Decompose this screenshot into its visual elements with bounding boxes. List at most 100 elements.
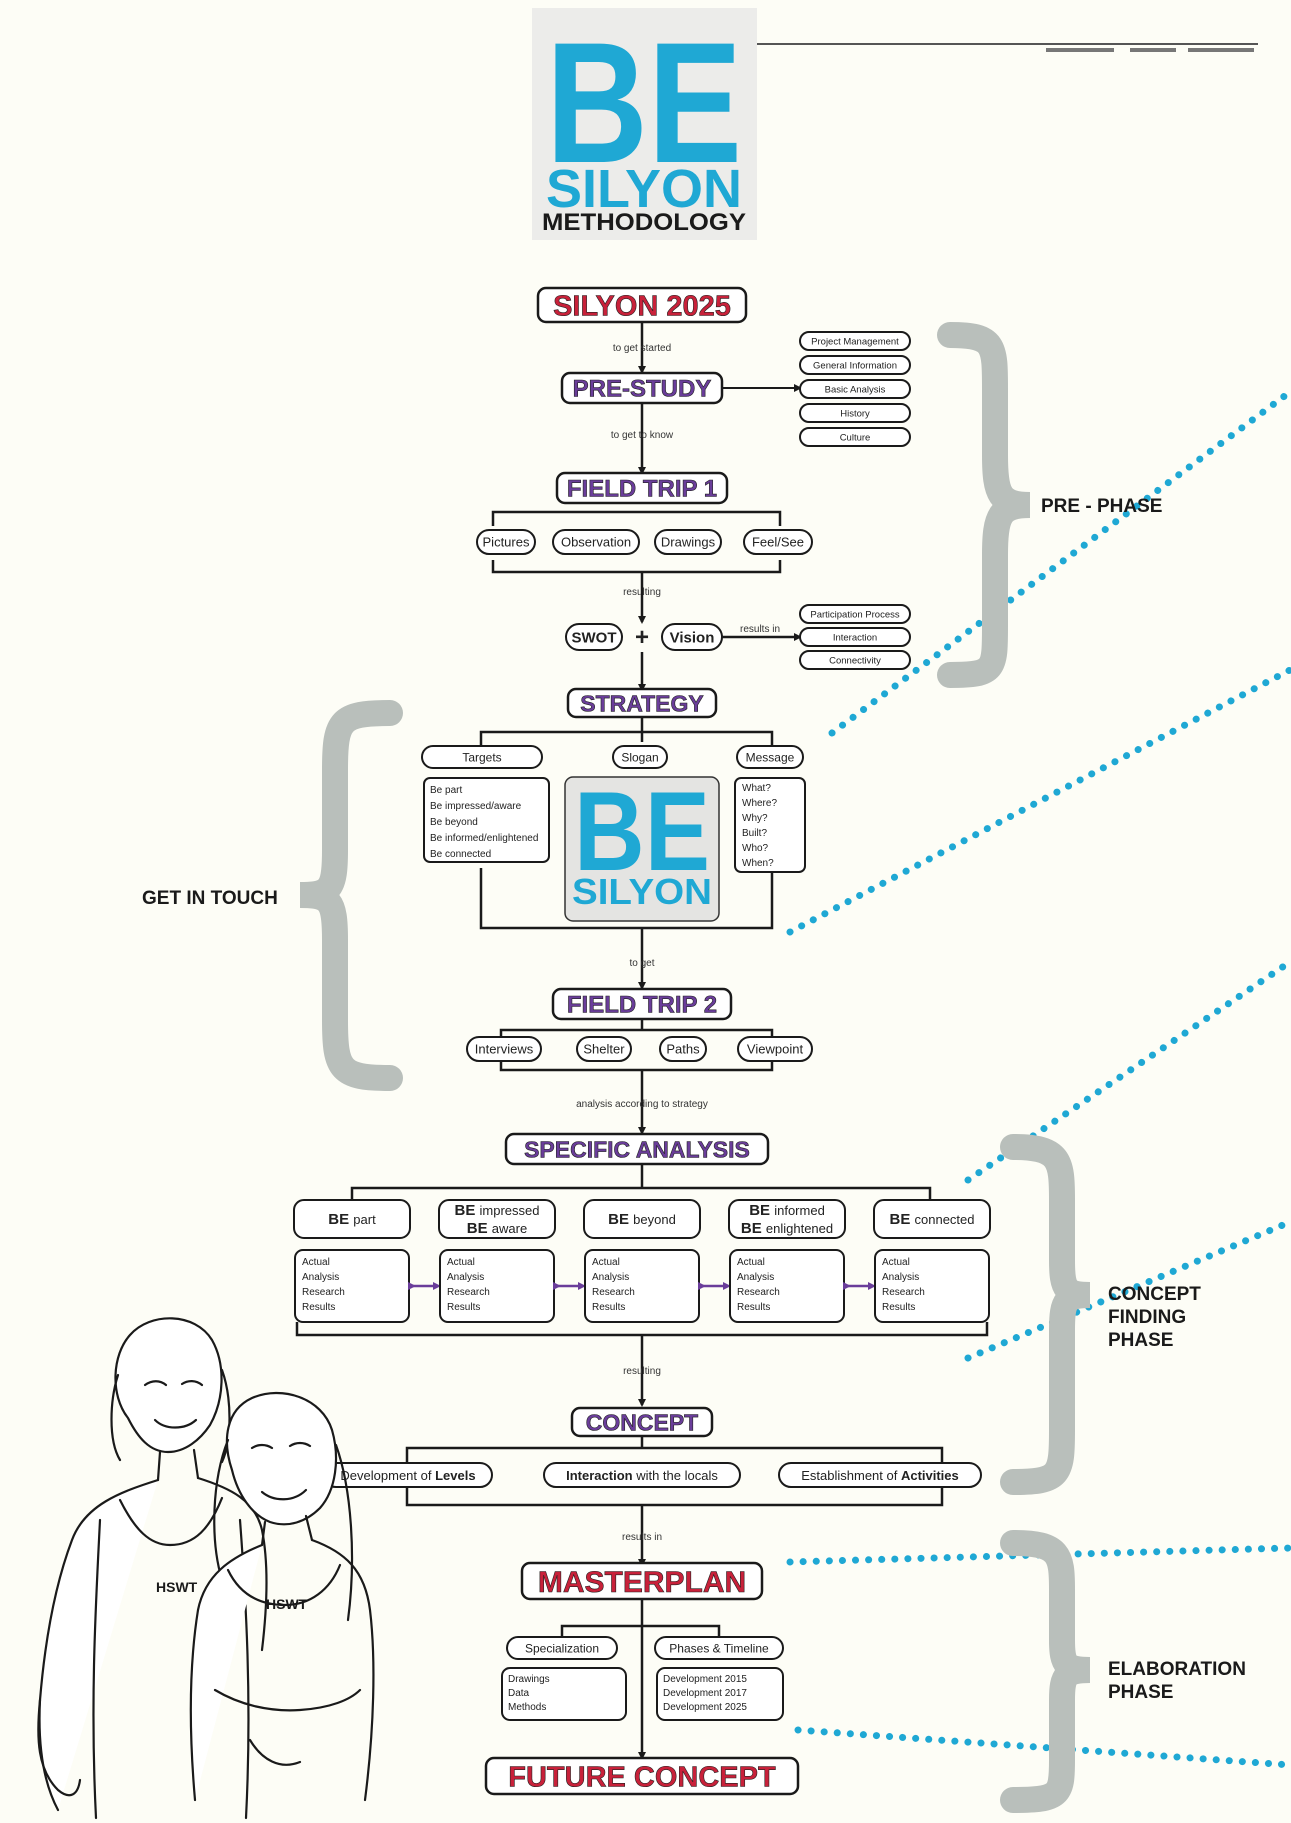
message-item: Where? [742,798,777,809]
swot-list: Participation ProcessInteractionConnecti… [799,604,911,670]
fieldtrip2-item-shape [659,1036,707,1062]
concept-finding-label-2: FINDING [1108,1307,1186,1328]
fieldtrip2-item-shape [576,1036,632,1062]
strategy-bracket-bottom [479,868,774,930]
concept-finding-label-1: CONCEPT [1108,1284,1201,1305]
logo: BE SILYON METHODOLOGY [532,7,757,240]
fieldtrip2-item-label: Shelter [583,1042,625,1057]
shirt-label-right: HSWT [266,1596,308,1612]
analysis-detail-box [874,1249,990,1323]
node-vision-label: Vision [670,629,715,646]
analysis-detail-item: Results [592,1302,625,1313]
analysis-header-label: BE connected [889,1211,974,1228]
elaboration-label-1: ELABORATION [1108,1659,1246,1680]
shirt-labels: HSWT HSWT [156,1579,308,1612]
fieldtrip1-frame [491,510,782,598]
node-strategy: STRATEGY [566,687,718,719]
node-future-concept-label: FUTURE CONCEPT [508,1761,776,1793]
analysis-detail-item: Results [447,1302,480,1313]
targets-item: Be part [430,785,462,796]
dotted-line [786,666,1291,936]
fieldtrip1-item-shape [552,529,640,555]
fieldtrip2-item-label: Interviews [475,1042,534,1057]
elaboration-label-2: PHASE [1108,1682,1173,1703]
fieldtrip1-bracket-top [491,510,782,526]
dotted-lines [786,388,1291,1769]
analysis-detail-item: Research [302,1287,345,1298]
prestudy-item-label: History [840,408,870,419]
message-box: What?Where?Why?Built?Who?When? [734,777,806,873]
analysis-detail-item: Actual [447,1257,475,1268]
analysis-word: enlightened [766,1221,833,1236]
concept-item-bold: Activities [901,1468,959,1483]
analysis-detail-item: Analysis [302,1272,339,1283]
node-specific-analysis: SPECIFIC ANALYSIS [504,1132,770,1166]
message-item: What? [742,783,771,794]
concept-item-label: Development of Levels [340,1468,475,1483]
strategy-header: Message [736,745,804,769]
pre-phase-brace [937,322,1031,688]
prestudy-item-label: Culture [840,432,871,443]
strategy-frame [479,716,774,930]
prestudy-item: General Information [799,355,911,375]
targets-item: Be informed/enlightened [430,833,538,844]
concept-item-label: Establishment of Activities [801,1468,959,1483]
slogan-be: BE [574,769,710,894]
strategy-header-label: Slogan [621,750,658,764]
strategy-header-shape [736,745,804,769]
person-left [37,1317,268,1820]
get-in-touch-label: GET IN TOUCH [142,888,278,909]
masterplan-header: Specialization [506,1636,618,1660]
analysis-detail-item: Results [302,1302,335,1313]
fieldtrip1-item: Feel/See [743,529,813,555]
node-specific-analysis-label: SPECIFIC ANALYSIS [524,1136,750,1162]
logo-background [532,8,757,240]
top-rule-mark [1046,48,1114,52]
node-field-trip-1-frame [555,471,729,505]
targets-item: Be beyond [430,817,478,828]
message-list: What?Where?Why?Built?Who?When? [742,783,777,869]
top-rule-mark [1130,48,1176,52]
specialization-item: Drawings [508,1674,550,1685]
logo-methodology: METHODOLOGY [542,209,746,236]
analysis-header-label: BE part [328,1211,376,1228]
analysis-header-label-2: BE aware [467,1220,527,1237]
fieldtrip2-item: Paths [659,1036,707,1062]
node-field-trip-2-label: FIELD TRIP 2 [567,992,717,1019]
fieldtrip2-item-shape [737,1036,813,1062]
analysis-detail-item: Research [447,1287,490,1298]
message-list-box [734,777,806,873]
swot-item: Connectivity [799,650,911,670]
connector-caption: results in [740,624,780,635]
prestudy-item-label: Basic Analysis [825,384,886,395]
prestudy-item-label: Project Management [811,336,899,347]
concept-item: Development of Levels [323,1462,493,1488]
analysis-detail-item: Actual [737,1257,765,1268]
masterplan-header-shape [506,1636,618,1660]
node-swot: SWOT [565,623,623,651]
fieldtrip2-item: Interviews [466,1036,542,1062]
concept-item-bold: Interaction [566,1468,633,1483]
prestudy-item-shape [799,355,911,375]
concept-item-bold: Levels [435,1468,475,1483]
shirt-label-left: HSWT [156,1579,198,1595]
node-vision: Vision [661,623,723,651]
strategy-header-shape [421,745,543,769]
node-silyon-2025-frame [536,286,748,324]
analysis-header-label-2: BE enlightened [741,1220,833,1237]
prestudy-item-shape [799,379,911,399]
concept-item: Interaction with the locals [543,1462,741,1488]
masterplan-frame [560,1624,721,1638]
analysis-be: BE [467,1220,492,1237]
swot-item-shape [799,627,911,647]
message-item: Built? [742,828,767,839]
masterplan-header-label: Phases & Timeline [669,1641,769,1655]
